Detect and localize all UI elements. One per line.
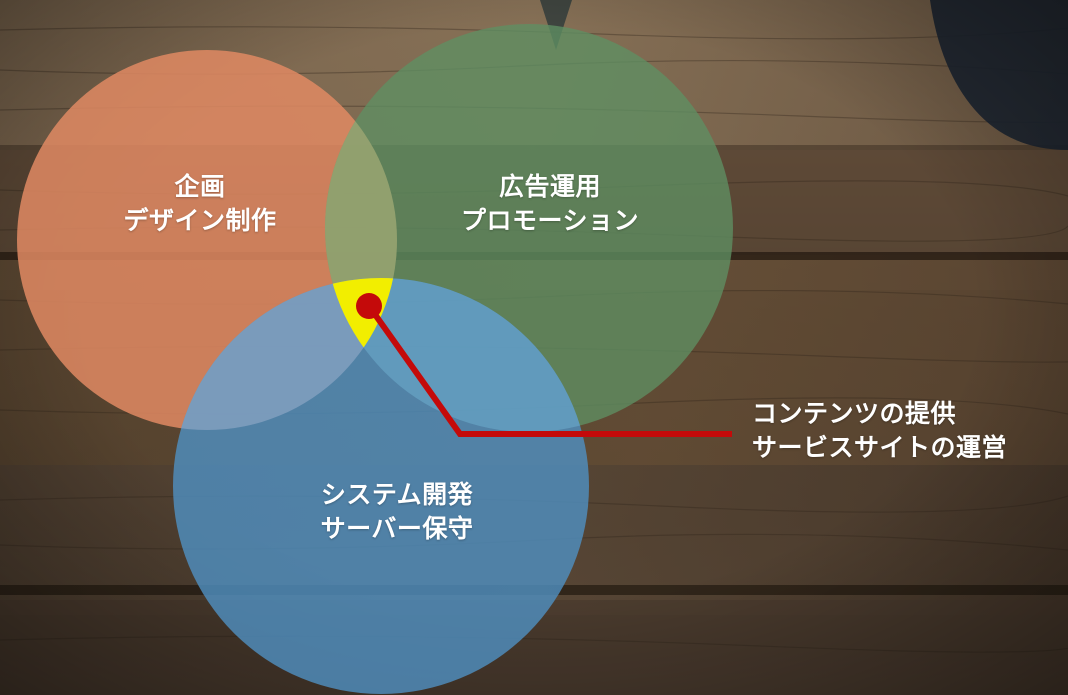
advertising-label-line2: プロモーション — [460, 206, 640, 235]
planning-system-overlap — [173, 278, 397, 430]
system-label-line2: サーバー保守 — [320, 514, 474, 543]
advertising-system-overlap — [325, 278, 589, 432]
advertising-label: 広告運用 プロモーション — [461, 170, 639, 238]
callout-label-line1: コンテンツの提供 — [752, 399, 957, 428]
system-label: システム開発 サーバー保守 — [321, 478, 474, 546]
planning-label-line1: 企画 — [174, 172, 226, 201]
system-label-line1: システム開発 — [320, 480, 474, 509]
callout-label-line2: サービスサイトの運営 — [752, 433, 1008, 462]
callout-leader-line — [366, 304, 732, 437]
callout-label: コンテンツの提供 サービスサイトの運営 — [752, 397, 1007, 465]
advertising-label-line1: 広告運用 — [498, 172, 602, 201]
planning-label-line2: デザイン制作 — [123, 206, 277, 235]
intersection-marker-dot — [356, 293, 382, 319]
planning-label: 企画 デザイン制作 — [123, 170, 276, 238]
